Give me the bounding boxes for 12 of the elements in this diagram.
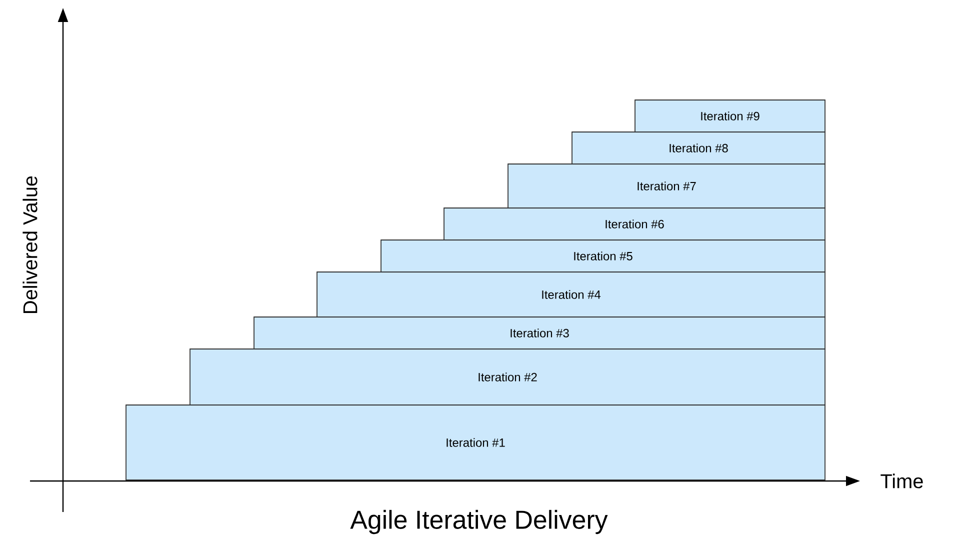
- iteration-bar: Iteration #6: [444, 208, 826, 240]
- axis-label: Time: [880, 474, 923, 488]
- iteration-bar: Iteration #3: [254, 316, 826, 350]
- iteration-bar: Iteration #5: [380, 240, 826, 272]
- iteration-bar: Iteration #9: [634, 100, 826, 132]
- caption: Agile Iterative Delivery: [350, 510, 608, 534]
- iteration-bar: Iteration #7: [508, 164, 826, 208]
- axis-label: Delivered Value: [22, 176, 38, 313]
- iteration-bar: Iteration #4: [316, 272, 826, 318]
- iteration-bar: Iteration #2: [190, 348, 826, 406]
- iteration-bar: Iteration #1: [126, 404, 826, 480]
- iteration-bar: Iteration #8: [572, 132, 826, 164]
